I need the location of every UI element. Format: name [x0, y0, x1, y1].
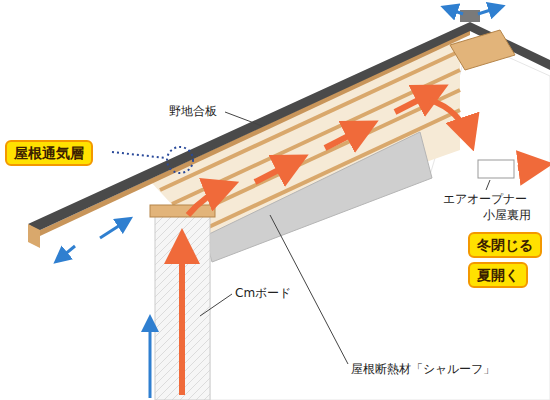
- part-label: Cmボード: [234, 286, 292, 300]
- callout-circle: [167, 147, 193, 173]
- part-label: 屋根断熱材「シャルーフ」: [350, 362, 496, 376]
- outdoor-airflow: [58, 7, 500, 398]
- badge-text: 屋根通気層: [14, 144, 84, 162]
- badge-text: 夏開く: [477, 266, 519, 284]
- part-label: 野地合板: [168, 104, 218, 118]
- fascia: [28, 224, 40, 248]
- dotted-leader: [112, 152, 166, 158]
- part-label: 小屋裏用: [482, 208, 532, 222]
- top-plate: [150, 205, 215, 217]
- ridge-vent: [460, 10, 480, 22]
- leader-lines: [200, 112, 490, 364]
- label-badge: 冬閉じる: [468, 232, 542, 258]
- label-badge: 屋根通気層: [5, 140, 93, 166]
- roof-shingles: [28, 22, 550, 231]
- part-label: エアオープナー: [442, 192, 528, 206]
- label-badge: 夏開く: [468, 262, 528, 288]
- air-opener: [478, 160, 514, 178]
- cm-board-wall: [155, 214, 210, 400]
- ridge-beam: [450, 30, 515, 70]
- warm-airflow: [182, 90, 542, 395]
- insulation-panel: [205, 132, 432, 262]
- badge-text: 冬閉じる: [477, 236, 533, 254]
